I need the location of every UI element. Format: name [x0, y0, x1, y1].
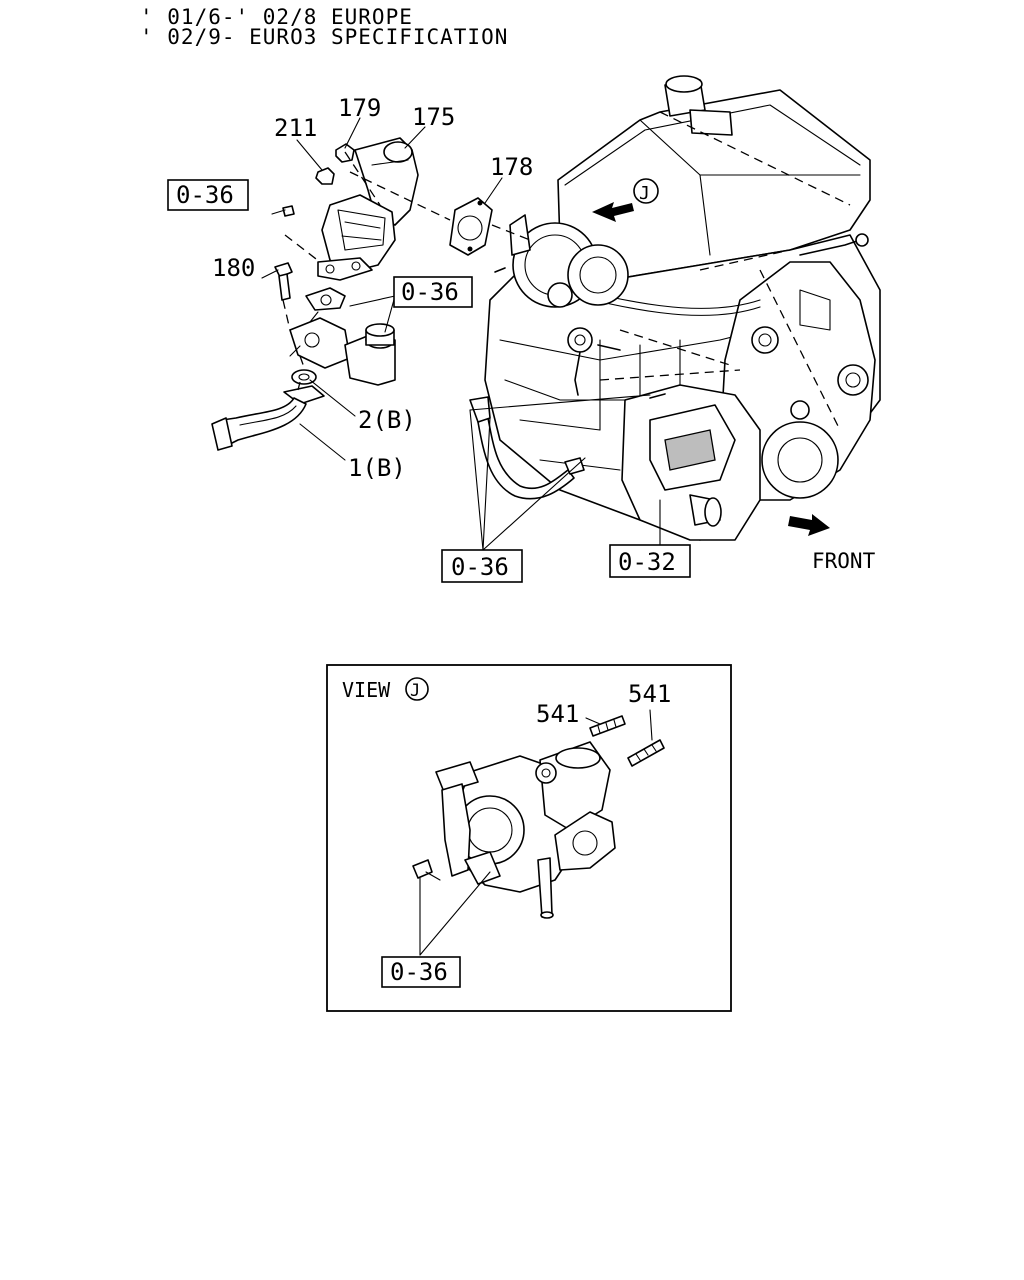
ref-box-bottom-0-36[interactable]: 0-36 — [441, 549, 523, 583]
header-line-2: ' 02/9- EURO3 SPECIFICATION — [140, 25, 508, 49]
part-label-178: 178 — [490, 153, 533, 181]
part-label-180: 180 — [212, 254, 255, 282]
ref-box-bottom-label: 0-36 — [451, 553, 509, 581]
ref-box-middle-0-36[interactable]: 0-36 — [393, 276, 473, 308]
view-part-label-541-a: 541 — [536, 700, 579, 728]
part-label-211: 211 — [274, 114, 317, 142]
ref-box-middle-label: 0-36 — [401, 278, 459, 306]
ref-box-left-0-36[interactable]: 0-36 — [167, 179, 249, 211]
front-label: FRONT — [812, 549, 876, 573]
header-line-1: ' 01/6-' 02/8 EUROPE — [140, 5, 413, 29]
ref-box-0-32[interactable]: 0-32 — [609, 544, 691, 578]
view-j-panel: VIEW J 541 541 — [326, 664, 732, 1012]
view-panel-marker: J — [410, 681, 420, 701]
view-j-marker: J — [639, 183, 650, 204]
part-label-179: 179 — [338, 94, 381, 122]
part-label-175: 175 — [412, 103, 455, 131]
ref-box-0-32-label: 0-32 — [618, 548, 676, 576]
view-panel-title: VIEW — [342, 678, 391, 702]
ref-box-left-label: 0-36 — [176, 181, 234, 209]
view-part-label-541-b: 541 — [628, 680, 671, 708]
part-label-1b: 1(B) — [348, 454, 406, 482]
view-ref-box-0-36[interactable]: 0-36 — [381, 956, 461, 988]
engine-block-drawing: J — [469, 75, 881, 541]
view-ref-box-label: 0-36 — [390, 958, 448, 986]
exploded-parts-drawing — [211, 117, 661, 546]
part-label-2b: 2(B) — [358, 406, 416, 434]
